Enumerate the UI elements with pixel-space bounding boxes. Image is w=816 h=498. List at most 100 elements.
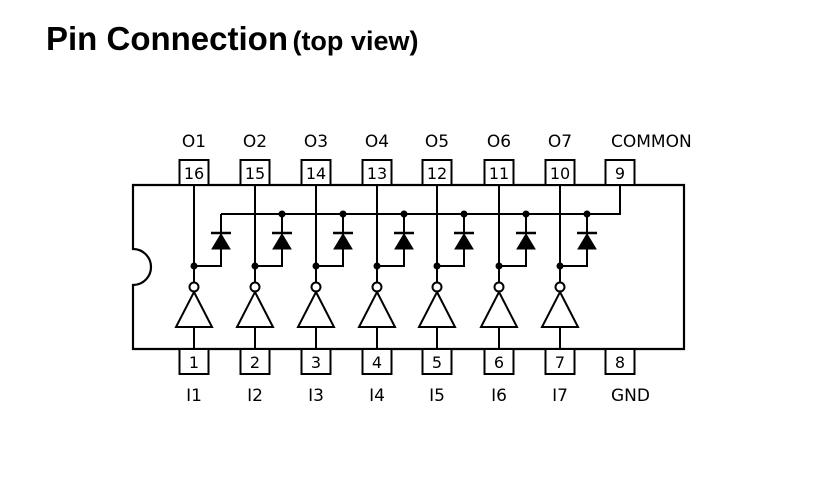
pin-box bbox=[178, 348, 210, 375]
pin-label: O4 bbox=[365, 132, 389, 152]
pin-label: I6 bbox=[491, 386, 507, 406]
ic-package-body bbox=[131, 183, 686, 351]
pin-number: 7 bbox=[555, 353, 565, 372]
diode-wire bbox=[560, 214, 588, 267]
title-sub: (top view) bbox=[292, 26, 419, 56]
inverter-triangle bbox=[296, 289, 336, 328]
bottom-pin: 3I3 bbox=[300, 348, 332, 406]
bottom-pin: 6I6 bbox=[483, 348, 515, 406]
pin-label: COMMON bbox=[611, 132, 692, 152]
diode-wire bbox=[437, 214, 465, 267]
pin-number: 1 bbox=[189, 353, 199, 372]
pin-box bbox=[604, 159, 636, 186]
bottom-pin: 4I4 bbox=[361, 348, 393, 406]
common-bus bbox=[221, 185, 621, 215]
junction-dot bbox=[339, 210, 347, 218]
diode-symbol bbox=[333, 233, 353, 250]
driver-channel bbox=[357, 185, 414, 349]
inverter-triangle bbox=[540, 289, 580, 328]
driver-channel bbox=[479, 185, 536, 349]
pin-number: 10 bbox=[550, 164, 570, 183]
pin-box bbox=[300, 159, 332, 186]
top-pin: 16 O1 bbox=[178, 132, 210, 186]
pin-box bbox=[300, 348, 332, 375]
diode-wire bbox=[316, 214, 344, 267]
top-pin: 10 O7 bbox=[544, 132, 576, 186]
pin-label: GND bbox=[611, 386, 650, 406]
inverter-triangle bbox=[235, 289, 275, 328]
bottom-pin: 1I1 bbox=[178, 348, 210, 406]
diode-symbol bbox=[577, 233, 597, 250]
page-title: Pin Connection (top view) bbox=[46, 20, 418, 58]
pin-box bbox=[361, 348, 393, 375]
pin-label: I2 bbox=[247, 386, 263, 406]
diode-symbol bbox=[454, 233, 474, 250]
pin-label: O5 bbox=[425, 132, 449, 152]
pin-number: 5 bbox=[432, 353, 442, 372]
pin-number: 11 bbox=[489, 164, 509, 183]
pin-label: I1 bbox=[186, 386, 202, 406]
title-main: Pin Connection bbox=[46, 20, 288, 57]
inverter-triangle bbox=[479, 289, 519, 328]
diode-symbol bbox=[516, 233, 536, 250]
top-pin: 13 O4 bbox=[361, 132, 393, 186]
diode-wire bbox=[255, 214, 283, 267]
junction-dot bbox=[278, 210, 286, 218]
pin-label: O7 bbox=[548, 132, 572, 152]
top-pin: 11 O6 bbox=[483, 132, 515, 186]
bottom-pin: 2I2 bbox=[239, 348, 271, 406]
pin-number: 6 bbox=[494, 353, 504, 372]
pin-number: 13 bbox=[367, 164, 387, 183]
diode-symbol bbox=[272, 233, 292, 250]
junction-dot bbox=[522, 210, 530, 218]
driver-channel bbox=[296, 185, 353, 349]
bottom-pin: 7I7 bbox=[544, 348, 576, 406]
pin-label: O3 bbox=[304, 132, 328, 152]
pin-box bbox=[239, 348, 271, 375]
diode-symbol bbox=[394, 233, 414, 250]
pin-number: 2 bbox=[250, 353, 260, 372]
pin-label: O6 bbox=[487, 132, 511, 152]
internal-circuit bbox=[174, 185, 621, 349]
driver-channel bbox=[417, 185, 474, 349]
pin-box bbox=[604, 348, 636, 375]
bottom-pin: 5I5 bbox=[421, 348, 453, 406]
pin-label: I3 bbox=[308, 386, 324, 406]
pin-box bbox=[483, 348, 515, 375]
junction-dot bbox=[583, 210, 591, 218]
pin-label: O2 bbox=[243, 132, 267, 152]
pin-box bbox=[483, 159, 515, 186]
pin-number: 16 bbox=[184, 164, 204, 183]
pin-number: 14 bbox=[306, 164, 326, 183]
pin-number: 8 bbox=[615, 353, 625, 372]
pin-number: 4 bbox=[372, 353, 382, 372]
pin-label: I7 bbox=[552, 386, 568, 406]
pin-label: O1 bbox=[182, 132, 206, 152]
driver-channel bbox=[174, 185, 231, 349]
diode-wire bbox=[499, 214, 527, 267]
top-pin: 12 O5 bbox=[421, 132, 453, 186]
junction-dot bbox=[460, 210, 468, 218]
pin-number: 9 bbox=[615, 164, 625, 183]
pin-label: I4 bbox=[369, 386, 385, 406]
diode-wire bbox=[194, 214, 222, 267]
pin-label: I5 bbox=[429, 386, 445, 406]
junction-dot bbox=[400, 210, 408, 218]
inverter-triangle bbox=[357, 289, 397, 328]
pin-box bbox=[239, 159, 271, 186]
top-pin: 9 COMMON bbox=[604, 132, 692, 186]
inverter-triangle bbox=[174, 289, 214, 328]
diode-wire bbox=[377, 214, 405, 267]
pin-number: 12 bbox=[427, 164, 447, 183]
diode-symbol bbox=[211, 233, 231, 250]
top-pin: 14 O3 bbox=[300, 132, 332, 186]
inverter-triangle bbox=[417, 289, 457, 328]
driver-channel bbox=[540, 185, 597, 349]
driver-channel bbox=[235, 185, 292, 349]
pin-box bbox=[421, 348, 453, 375]
